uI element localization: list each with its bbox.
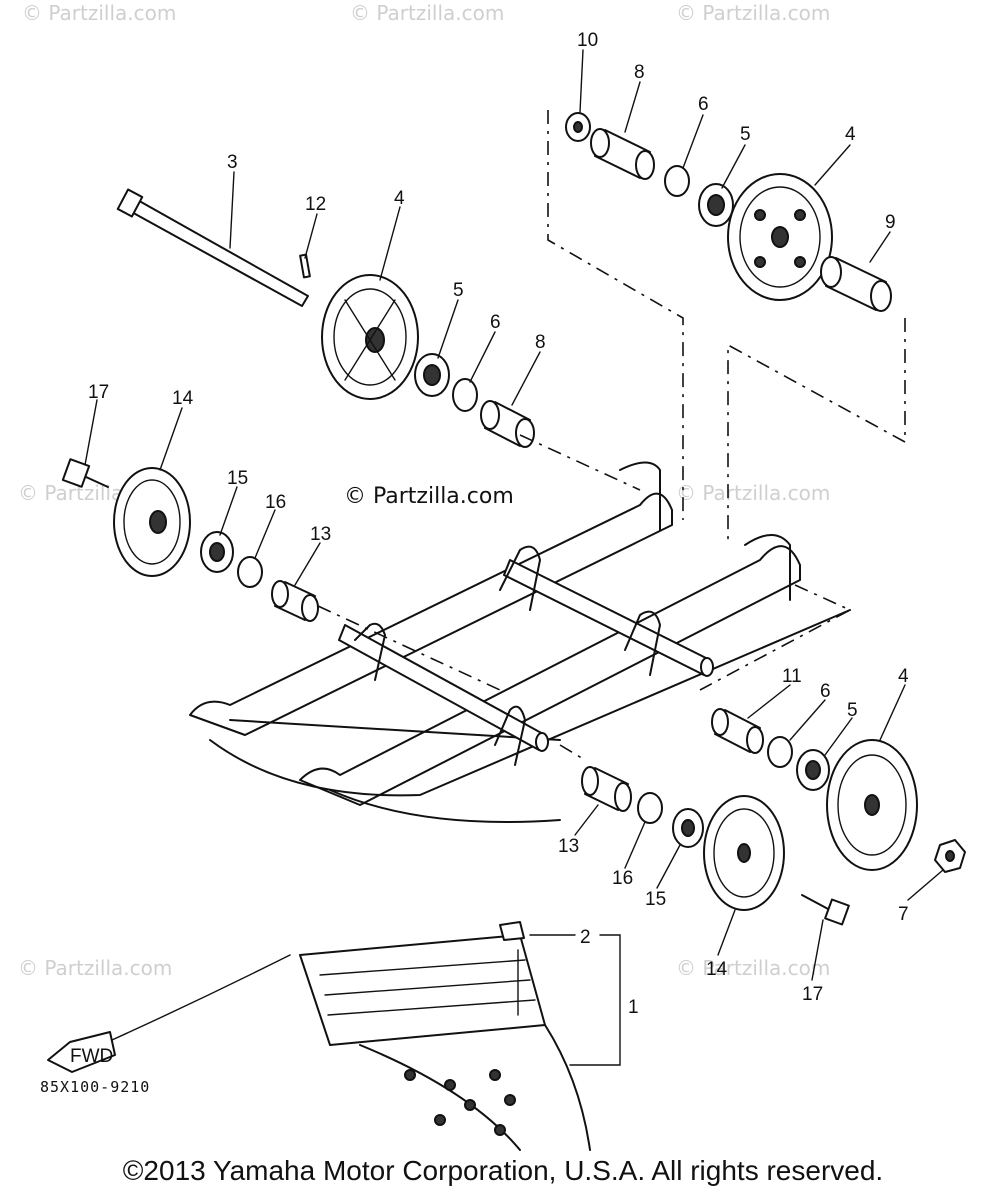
callout-5: 5 [453,280,464,301]
callout-14: 14 [172,388,194,409]
part-9-washer [565,112,591,142]
callout-16: 16 [612,868,633,889]
callout-4: 4 [898,666,909,687]
callout-3: 3 [227,152,238,173]
suspension-frame [189,461,851,823]
part-14-wheel [703,795,785,911]
callout-10: 11 [782,666,802,687]
callout-6: 6 [698,94,709,115]
watermark: © Partzilla.com [676,956,830,980]
part-6-circlip [664,165,690,197]
callout-8: 8 [634,62,645,83]
part-4-wheel [727,173,833,301]
watermark: © Partzilla.com [18,956,172,980]
part-4-wheel [321,274,419,400]
part-1-track [299,934,591,1151]
exploded-guide-line [727,318,906,545]
callout-17: 17 [88,382,109,403]
callout-6: 6 [490,312,501,333]
part-7-collar [480,400,535,448]
part-17-bolt [801,894,850,926]
callout-13: 13 [310,524,331,545]
watermark: © Partzilla.com [350,1,504,25]
callout-4: 4 [845,124,856,145]
part-2-clip [499,921,525,941]
exploded-guide-line [699,584,852,691]
part-3-axle [116,188,309,307]
callout-4: 4 [394,188,405,209]
part-13-collar [271,580,319,622]
part-13-collar [581,766,632,812]
center-watermark: © Partzilla.com [344,484,514,509]
part-11-nut [934,839,966,873]
part-15-bearing [200,531,234,573]
exploded-guide-line [317,605,501,691]
callout-5: 5 [740,124,751,145]
callout-5: 5 [847,700,858,721]
callout-13: 13 [558,836,579,857]
callout-labels: 10 8 6 5 4 9 3 12 4 5 6 8 17 14 15 16 13… [88,30,909,1018]
part-4-wheel [826,739,918,871]
exploded-guide-line [559,744,586,761]
part-17-bolt [61,458,109,488]
callout-1: 1 [628,997,639,1018]
callout-2: 2 [580,927,591,948]
part-16-circlip [637,792,663,824]
part-5-bearing [414,353,450,397]
leader-lines [84,49,944,1066]
part-8-collar [820,256,892,312]
callout-8: 9 [885,212,896,233]
part-10-collar [711,708,764,754]
watermark: © Partzilla.com [676,481,830,505]
watermark: © Partzilla.com [676,1,830,25]
part-16-circlip [237,556,263,588]
part-12-pin [299,253,311,279]
part-6-circlip [452,378,478,412]
callout-9: 10 [577,30,598,51]
callout-14: 14 [706,959,728,980]
part-14-wheel [113,467,191,577]
fwd-arrow-icon: FWD [47,1031,116,1073]
callout-6: 6 [820,681,831,702]
callout-7: 8 [535,332,546,353]
exploded-guide-line [547,110,684,520]
callout-15: 15 [645,889,666,910]
part-15-bearing [672,808,704,848]
watermark: © Partzilla.com [22,1,176,25]
exploded-guide-line [519,434,641,491]
callout-12: 12 [305,194,326,215]
callout-16: 16 [265,492,286,513]
fwd-label: FWD [70,1046,113,1067]
part-5-bearing [796,749,830,791]
part-8-collar [590,128,655,180]
fwd-leader-line [111,954,291,1041]
copyright-notice: ©2013 Yamaha Motor Corporation, U.S.A. A… [122,1155,884,1186]
callout-17: 17 [802,984,823,1005]
part-6-circlip [767,736,793,768]
callout-15: 15 [227,468,248,489]
diagram-code: 85X100-9210 [40,1078,150,1096]
callout-11: 7 [898,904,909,925]
part-5-bearing [698,183,734,227]
